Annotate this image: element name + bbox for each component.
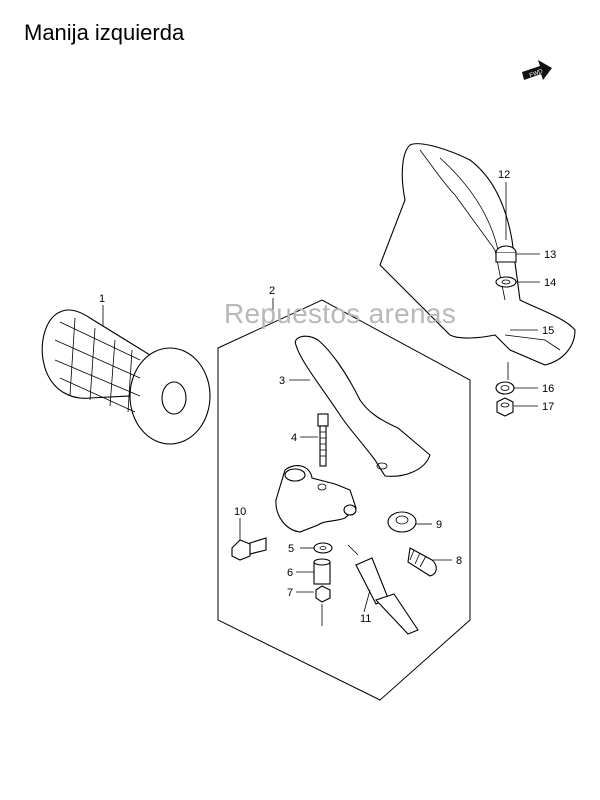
callout-13: 13: [544, 249, 556, 261]
clutch-cable-part: [347, 544, 419, 635]
callout-6: 6: [287, 567, 293, 579]
fwd-arrow-icon: FWD: [522, 60, 552, 80]
grip-part: [41, 309, 211, 445]
callout-7: 7: [287, 587, 293, 599]
callout-8: 8: [456, 555, 462, 567]
lever-bracket-part: [275, 465, 357, 533]
pivot-bolt-part: [317, 413, 329, 467]
fwd-label: FWD: [529, 69, 545, 80]
assembly-outline: [217, 299, 471, 701]
callout-15: 15: [542, 325, 554, 337]
clutch-lever-part: [294, 335, 431, 477]
cable-adjuster-part: [407, 547, 437, 577]
callout-5: 5: [288, 543, 294, 555]
nut-16-part: [495, 381, 515, 395]
cap-nut-part: [495, 245, 517, 263]
callout-4: 4: [291, 432, 297, 444]
callout-10: 10: [234, 506, 246, 518]
callout-3: 3: [279, 375, 285, 387]
nut-17-part: [496, 397, 514, 417]
callout-16: 16: [542, 383, 554, 395]
callout-11: 11: [360, 613, 371, 625]
washer-14-part: [495, 276, 517, 288]
washer-5-part: [313, 542, 333, 554]
clamp-bolt-part: [231, 537, 267, 561]
nut-7-part: [315, 585, 331, 603]
callout-17: 17: [542, 401, 554, 413]
callout-2: 2: [269, 285, 275, 297]
adjuster-ring-part: [387, 511, 417, 533]
callout-9: 9: [436, 519, 442, 531]
hand-guard-part: [379, 143, 576, 366]
callout-1: 1: [99, 293, 105, 305]
diagram-title: Manija izquierda: [24, 20, 185, 45]
leader-lines: [102, 182, 540, 626]
callout-12: 12: [498, 169, 510, 181]
callout-14: 14: [544, 277, 556, 289]
collar-6-part: [313, 558, 331, 585]
watermark-text: Repuestos arenas: [224, 298, 457, 329]
